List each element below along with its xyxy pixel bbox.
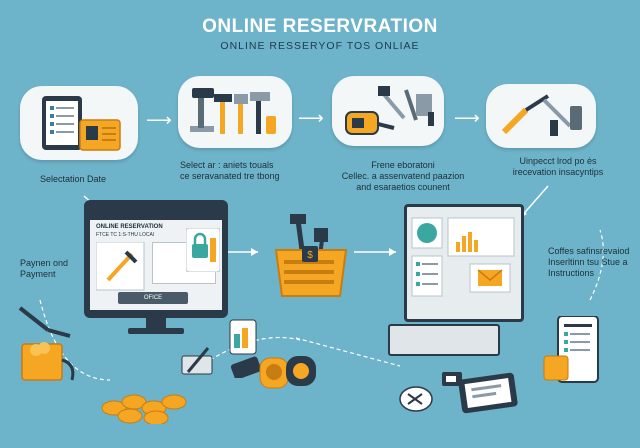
tools-icon	[501, 94, 582, 136]
toolbox-icon: $	[274, 214, 348, 297]
step-3-label: Frene eboratoni Cellec. a assenvatend pa…	[341, 160, 465, 192]
svg-text:$: $	[307, 250, 313, 261]
step-4-label: Uinpecct lrod po ės irecevation insacynt…	[512, 156, 604, 177]
tools-icon	[96, 242, 145, 291]
monitor-base	[128, 328, 184, 334]
tools-icon	[190, 88, 276, 134]
page-subtitle: ONLINE RESSERYOF TOS ONLIAE	[220, 40, 420, 52]
step-1-card	[20, 86, 138, 160]
step-4-card	[486, 84, 596, 148]
step-2-card	[178, 76, 292, 148]
dashboard-icon	[411, 217, 515, 297]
mouse-icon	[399, 386, 433, 412]
receipt-tablet-icon	[543, 316, 599, 383]
instructions-label: Coffes safinsrevaiod Inserltinn tsu Stue…	[548, 246, 630, 278]
coin-stack-icon	[259, 356, 316, 389]
tools-icon	[345, 86, 434, 135]
page-title: ONLINE RESERVRATION	[202, 16, 438, 37]
arrow-right-icon: ⟶	[298, 108, 324, 128]
arrow-right-icon: ⟶	[146, 110, 172, 130]
monitor-stand	[146, 318, 166, 330]
laptop-keyboard[interactable]	[388, 324, 500, 356]
step-1-label: Selectation Date	[40, 174, 107, 184]
tablet-icon	[458, 372, 518, 414]
phone-card-icon	[229, 319, 262, 378]
arrow-right-icon: ⟶	[454, 108, 480, 128]
screen-subheading: FTCE TC 1:S-THU LOCAI	[96, 232, 155, 238]
pen-icon	[181, 347, 213, 375]
payment-terminal-icon	[18, 306, 75, 381]
lock-document-icon	[186, 228, 220, 272]
clipboard-calendar-icon	[42, 96, 121, 151]
step-2-label: Select ar : aniets touals ce seravanated…	[180, 160, 280, 181]
mini-phone-icon	[442, 372, 462, 386]
office-button[interactable]: OFICE	[118, 292, 188, 304]
coins-icon	[101, 394, 187, 424]
laptop	[388, 196, 544, 356]
payment-label: Paynen ond Payment	[20, 258, 69, 279]
step-3-card	[332, 76, 444, 146]
screen-heading: ONLINE RESERVATION	[96, 224, 163, 230]
